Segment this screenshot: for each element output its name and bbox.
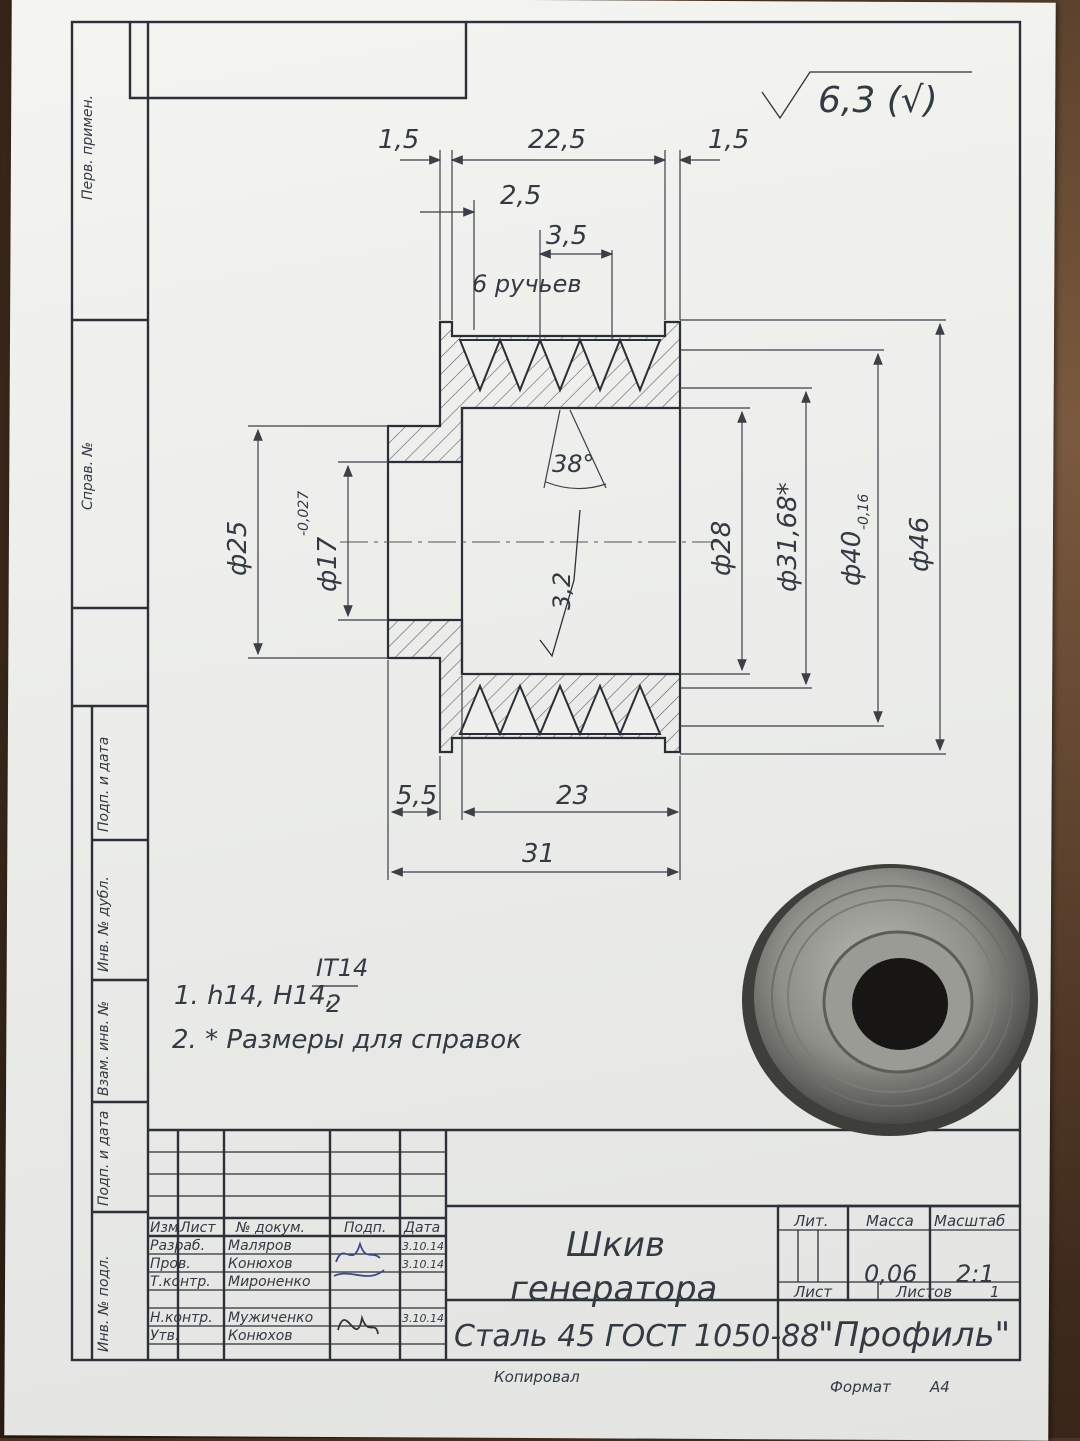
tb-row5-name: Конюхов	[228, 1328, 293, 1344]
svg-text:-0,027: -0,027	[296, 491, 312, 536]
svg-text:№ докум.: № докум.	[235, 1220, 305, 1236]
svg-text:Изм: Изм	[150, 1220, 179, 1236]
right-diameters: ф28 ф31,68* ф40 -0,16 ф46	[680, 319, 946, 755]
svg-text:22,5: 22,5	[528, 125, 586, 155]
svg-text:ф40: ф40	[837, 531, 867, 586]
svg-text:5,5: 5,5	[396, 781, 437, 811]
side-label-podp-data-2: Подп. и дата	[96, 1111, 112, 1206]
side-label-vzam-inv: Взам. инв. №	[96, 1001, 112, 1096]
signature-n-kontr	[337, 1314, 379, 1335]
side-label-perv-primen: Перв. примен.	[80, 95, 96, 200]
roughness-mark-main: 6,3 (√)	[761, 71, 972, 121]
svg-text:1,5: 1,5	[378, 125, 419, 155]
angle-dimension: 38°	[543, 409, 607, 490]
tb-row0-name: Маляров	[228, 1238, 292, 1254]
title-block: Изм Лист № докум. Подп. Дата Разраб. Мал…	[148, 1128, 1020, 1396]
svg-text:1: 1	[990, 1283, 1000, 1301]
svg-text:Шкив: Шкив	[566, 1225, 665, 1265]
svg-text:Лит.: Лит.	[793, 1212, 829, 1230]
tb-row2-role: Т.контр.	[150, 1274, 211, 1290]
tb-row1-name: Конюхов	[228, 1256, 293, 1272]
tb-row1-date: 3.10.14	[402, 1258, 444, 1271]
svg-text:2:1: 2:1	[956, 1260, 995, 1288]
svg-text:Масса: Масса	[866, 1212, 914, 1230]
svg-text:31: 31	[522, 839, 555, 869]
svg-text:6,3 (√): 6,3 (√)	[818, 80, 938, 121]
svg-text:ф25: ф25	[223, 521, 253, 576]
tb-row0-role: Разраб.	[150, 1238, 205, 1254]
tb-row2-name: Мироненко	[228, 1274, 311, 1290]
pulley-section-view	[340, 320, 720, 754]
tb-row0-date: 3.10.14	[402, 1240, 444, 1253]
svg-text:Дата: Дата	[403, 1220, 440, 1236]
side-label-inv-dubl: Инв. № дубл.	[96, 876, 112, 972]
svg-text:38°: 38°	[552, 450, 595, 478]
tb-row1-role: Пров.	[150, 1256, 191, 1272]
svg-text:2. * Размеры для справок: 2. * Размеры для справок	[172, 1025, 522, 1055]
technical-notes: 1. h14, H14, IT14 2 2. * Размеры для спр…	[172, 954, 522, 1055]
svg-text:2: 2	[326, 990, 341, 1018]
svg-text:Листов: Листов	[895, 1283, 952, 1301]
side-label-inv-podl: Инв. № подл.	[96, 1255, 112, 1352]
tb-row4-date: 3.10.14	[402, 1312, 444, 1325]
svg-text:3,2: 3,2	[548, 572, 576, 610]
roughness-mark-bore: 3,2	[539, 509, 581, 658]
svg-text:IT14: IT14	[316, 954, 368, 982]
svg-text:ф31,68*: ф31,68*	[773, 482, 803, 592]
svg-text:Лист: Лист	[179, 1220, 216, 1236]
svg-text:Подп.: Подп.	[344, 1220, 386, 1236]
svg-text:1. h14, H14,: 1. h14, H14,	[174, 981, 334, 1011]
svg-text:А4: А4	[929, 1378, 950, 1396]
svg-text:ф46: ф46	[905, 517, 935, 572]
svg-text:-0,16: -0,16	[856, 494, 872, 530]
svg-text:генератора: генератора	[510, 1269, 717, 1309]
tb-row4-role: Н.контр.	[150, 1310, 213, 1326]
svg-text:Формат: Формат	[830, 1378, 892, 1396]
side-label-sprav-no: Справ. №	[80, 442, 96, 510]
sheet-frame	[70, 20, 1022, 1362]
svg-text:2,5: 2,5	[500, 181, 541, 211]
svg-text:1,5: 1,5	[708, 125, 749, 155]
svg-text:Масштаб: Масштаб	[934, 1212, 1005, 1230]
svg-text:Копировал: Копировал	[494, 1368, 580, 1386]
svg-text:0,06: 0,06	[864, 1260, 917, 1288]
svg-text:ф17: ф17	[313, 536, 343, 592]
svg-text:Лист: Лист	[793, 1283, 833, 1301]
tb-row4-name: Мужиченко	[228, 1310, 313, 1326]
side-label-podp-data-1: Подп. и дата	[96, 737, 112, 832]
svg-text:23: 23	[556, 781, 589, 811]
svg-text:Сталь 45 ГОСТ 1050-88: Сталь 45 ГОСТ 1050-88	[454, 1319, 819, 1354]
svg-text:ф28: ф28	[707, 521, 737, 576]
svg-text:6 ручьев: 6 ручьев	[472, 270, 582, 298]
signature-razrab	[333, 1241, 385, 1277]
svg-text:3,5: 3,5	[546, 221, 587, 251]
svg-text:"Профиль": "Профиль"	[818, 1315, 1010, 1355]
tb-row5-role: Утв.	[150, 1328, 179, 1344]
top-dimensions: 1,5 22,5 1,5 2,5 3,5 6 ручьев	[378, 125, 749, 340]
left-diameters: ф25 ф17 -0,027	[223, 425, 388, 659]
bottom-dimensions: 5,5 23 31	[387, 660, 681, 880]
physical-pulley-part	[742, 864, 1038, 1136]
